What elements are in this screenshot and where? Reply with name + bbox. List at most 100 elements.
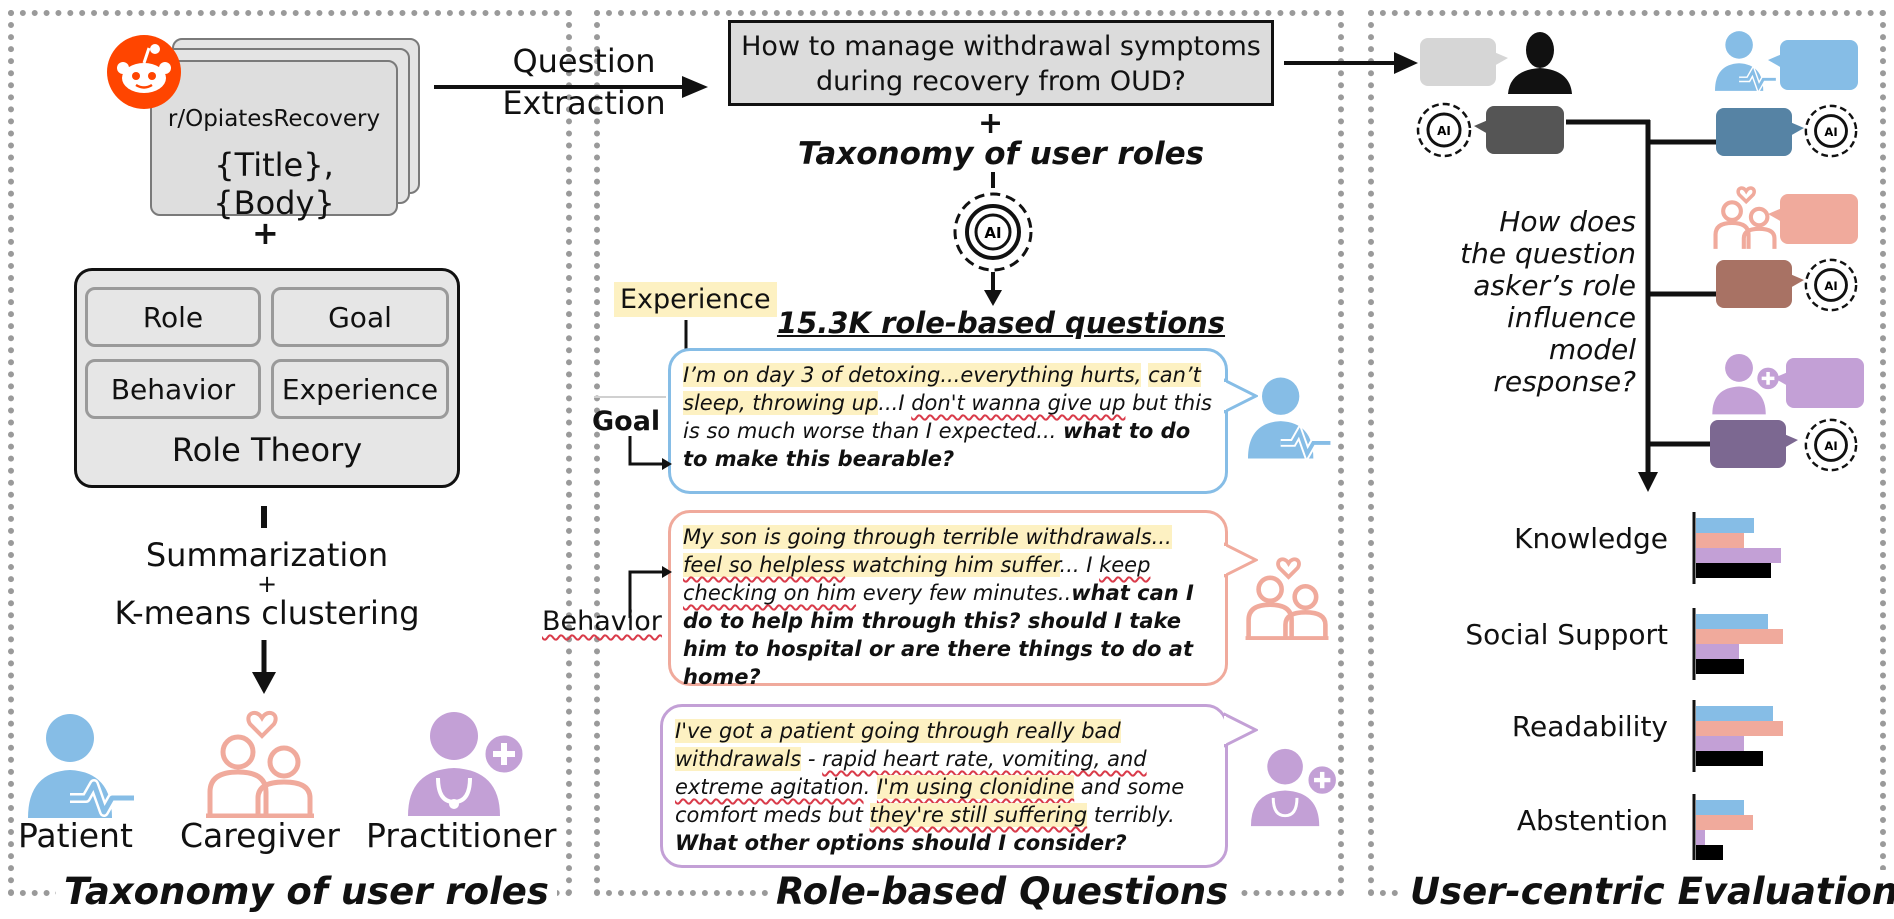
eval-bar	[1696, 721, 1783, 736]
eval-bar	[1696, 518, 1754, 533]
question-line-1: How to manage withdrawal symptoms	[741, 31, 1261, 62]
caregiver-q-part: feel so helpless	[683, 553, 846, 577]
eval-bar	[1696, 845, 1723, 860]
eval-bar	[1696, 751, 1763, 766]
eval-bar	[1696, 659, 1744, 674]
count-label: 15.3K role-based questions	[776, 306, 1226, 340]
goal-arrow	[628, 436, 672, 470]
divider-line	[594, 396, 666, 398]
eval-label-social-support: Social Support	[1465, 618, 1668, 651]
patient-q-ask: what to do to make this bearable?	[683, 419, 1191, 471]
eval-bar	[1696, 629, 1783, 644]
caregiver-card-tail	[1224, 542, 1258, 578]
behavior-arrow	[628, 566, 672, 618]
practitioner-q-part: -	[801, 747, 823, 771]
eval-bar	[1696, 533, 1744, 548]
eval-label-readability: Readability	[1511, 710, 1668, 743]
ai-gear-icon-practitioner: AI	[1804, 418, 1858, 472]
ai-gear-icon-patient: AI	[1804, 104, 1858, 158]
ai-gear-icon: AI	[953, 172, 1033, 306]
caregiver-question-icon	[1245, 557, 1329, 640]
ai-gear-label-caregiver: AI	[1824, 279, 1837, 293]
summarization-label: Summarization	[145, 536, 389, 574]
connector-line	[261, 506, 267, 528]
caregiver-role-icon-right	[1713, 186, 1777, 249]
eval-bar	[1696, 644, 1739, 659]
taxonomy-label: Taxonomy of user roles	[797, 136, 1205, 172]
role-label-patient: Patient	[18, 816, 133, 855]
research-question-line: How does	[1499, 205, 1636, 238]
ai-gear-icon-generic: AI	[1416, 102, 1472, 158]
ai-gear-label-patient: AI	[1824, 125, 1837, 139]
patient-question-bubble	[1768, 40, 1858, 90]
patient-q-part: I’m on day 3 of detoxing...everything hu…	[683, 363, 1142, 387]
goal-item: Goal	[271, 287, 449, 347]
goal-tag: Goal	[592, 406, 661, 437]
patient-q-goal: don't wanna give up	[911, 391, 1126, 415]
process-plus: +	[256, 570, 278, 598]
practitioner-question-icon	[1250, 748, 1339, 827]
ai-gear-label-generic: AI	[1437, 124, 1451, 138]
kmeans-label: K-means clustering	[114, 594, 420, 632]
eval-bar	[1696, 815, 1753, 830]
eval-bar	[1696, 800, 1744, 815]
patient-question-icon	[1248, 377, 1331, 460]
patient-q-part: ...I	[878, 391, 912, 415]
practitioner-question-card: I've got a patient going through really …	[660, 704, 1228, 868]
extraction-arrow	[434, 76, 708, 98]
left-panel-title: Taxonomy of user roles	[56, 870, 557, 913]
reddit-logo-icon	[107, 35, 181, 109]
ai-gear-label-practitioner: AI	[1824, 439, 1837, 453]
ai-gear-label: AI	[984, 224, 1001, 242]
caregiver-question-card: My son is going through terrible withdra…	[668, 510, 1228, 689]
middle-panel-title: Role-based Questions	[768, 870, 1237, 913]
practitioner-q-behavior: I'm using clonidine	[876, 775, 1075, 799]
extraction-label-1: Question	[512, 42, 656, 80]
research-question-line: influence	[1507, 301, 1636, 334]
role-theory-box: Role Goal Behavior Experience Role Theor…	[74, 268, 460, 488]
post-card-front: r/OpiatesRecovery {Title}, {Body}	[150, 60, 398, 222]
down-arrow-left	[252, 640, 276, 694]
practitioner-q-part: terribly.	[1087, 803, 1175, 827]
role-item: Role	[85, 287, 261, 347]
research-question-line: response?	[1493, 365, 1636, 398]
patient-q-part: but this is so much worse than I expecte…	[683, 391, 1212, 443]
patient-response-bubble	[1716, 108, 1804, 156]
caregiver-q-part: every few minutes..	[856, 581, 1072, 605]
research-question-line: model	[1548, 333, 1636, 366]
question-box: How to manage withdrawal symptoms during…	[728, 20, 1274, 106]
plus-sign-middle: +	[978, 106, 1004, 141]
practitioner-q-experience: they're still suffering	[869, 803, 1088, 827]
patient-question-card: I’m on day 3 of detoxing...everything hu…	[668, 348, 1228, 494]
practitioner-response-bubble	[1710, 420, 1798, 468]
eval-label-abstention: Abstention	[1516, 804, 1668, 837]
experience-tag: Experience	[614, 282, 777, 317]
behavior-tag: Behavior	[542, 606, 662, 637]
practitioner-q-part: and some comfort meds but	[675, 775, 1185, 827]
right-panel-title: User-centric Evaluations	[1402, 870, 1894, 913]
caregiver-q-part: ... I	[1059, 553, 1100, 577]
generic-user-icon	[1508, 32, 1572, 94]
practitioner-icon	[408, 712, 526, 816]
practitioner-question-bubble	[1774, 358, 1864, 408]
eval-bar	[1696, 614, 1768, 629]
caregiver-q-ask: what can I do to help him through this? …	[683, 581, 1194, 689]
caregiver-question-bubble	[1768, 194, 1858, 244]
practitioner-q-symptoms: rapid heart rate, vomiting, and extreme …	[675, 747, 1147, 799]
caregiver-response-bubble	[1716, 260, 1804, 308]
patient-icon	[28, 714, 134, 818]
generic-question-bubble	[1420, 38, 1508, 86]
eval-bar	[1696, 563, 1771, 578]
eval-bar	[1696, 706, 1773, 721]
practitioner-q-ask: What other options should I consider?	[675, 831, 1127, 855]
role-label-practitioner: Practitioner	[366, 816, 557, 855]
caregiver-q-part: My son is going through terrible withdra…	[683, 525, 1172, 549]
practitioner-q-part: .	[863, 775, 877, 799]
research-question-line: the question	[1460, 237, 1636, 270]
eval-bar	[1696, 830, 1705, 845]
plus-sign-left: +	[252, 214, 279, 252]
practitioner-role-icon-right	[1712, 353, 1781, 415]
post-template: {Title}, {Body}	[213, 146, 335, 222]
subreddit-name: r/OpiatesRecovery	[167, 106, 381, 132]
experience-item: Experience	[271, 359, 449, 419]
